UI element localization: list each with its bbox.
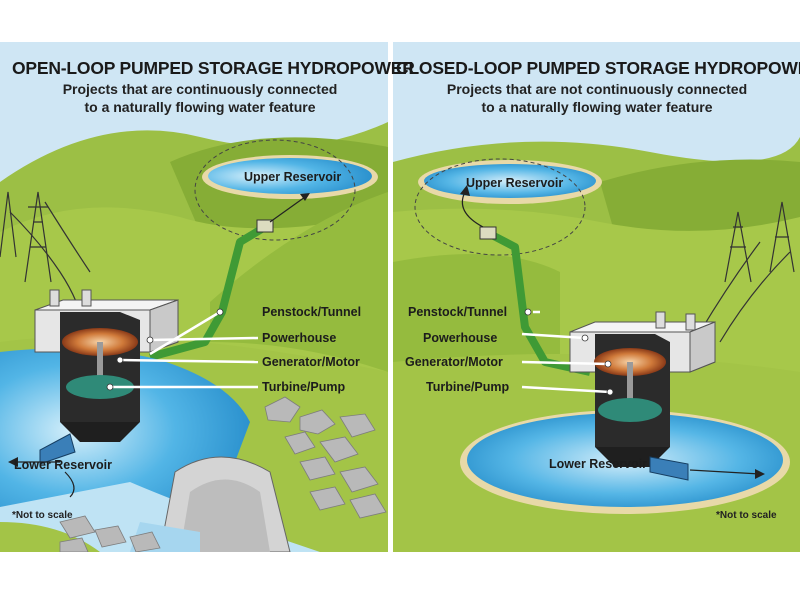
penstock-tunnel — [488, 230, 591, 376]
open-loop-title: OPEN-LOOP PUMPED STORAGE HYDROPOWER — [12, 58, 415, 78]
right-upper-reservoir-label: Upper Reservoir — [466, 176, 564, 190]
right-generator-label: Generator/Motor — [405, 355, 503, 369]
left-penstock-label: Penstock/Tunnel — [262, 305, 362, 319]
panel-divider — [388, 42, 393, 552]
closed-loop-title: CLOSED-LOOP PUMPED STORAGE HYDROPOWER — [396, 58, 800, 78]
right-powerhouse-label: Powerhouse — [423, 331, 498, 345]
open-loop-panel — [0, 42, 388, 552]
powerhouse-building — [569, 311, 716, 481]
left-powerhouse-label: Powerhouse — [262, 331, 337, 345]
intake-dashed-outline — [194, 139, 356, 241]
diagram-canvas — [0, 42, 800, 552]
left-turbine-label: Turbine/Pump — [262, 380, 346, 394]
right-not-to-scale-note: *Not to scale — [716, 510, 777, 521]
right-lower-reservoir-label: Lower Reservoir — [549, 457, 647, 471]
intake-box — [256, 219, 274, 233]
dam — [130, 456, 291, 552]
rock-pile — [59, 396, 387, 552]
turbine-runner — [598, 398, 662, 422]
closed-loop-subtitle-line2: to a naturally flowing water feature — [481, 99, 713, 115]
transmission-towers — [0, 191, 91, 333]
right-penstock-label: Penstock/Tunnel — [408, 305, 508, 319]
left-generator-label: Generator/Motor — [262, 355, 360, 369]
leader-lines — [521, 310, 611, 394]
upper-reservoir-water — [208, 158, 372, 194]
right-slope — [210, 192, 388, 372]
left-upper-reservoir-label: Upper Reservoir — [244, 170, 342, 184]
open-loop-subtitle-line1: Projects that are continuously connected — [62, 81, 338, 97]
left-lower-reservoir-label: Lower Reservoir — [14, 458, 112, 472]
leader-lines — [110, 310, 259, 389]
powerhouse-building — [34, 289, 179, 465]
intake-dashed-outline — [414, 158, 586, 256]
right-turbine-label: Turbine/Pump — [426, 380, 510, 394]
left-not-to-scale-note: *Not to scale — [12, 510, 73, 521]
open-loop-subtitle-line2: to a naturally flowing water feature — [84, 99, 316, 115]
intake-box — [479, 226, 497, 240]
closed-loop-subtitle-line1: Projects that are not continuously conne… — [446, 81, 748, 97]
turbine-runner — [66, 375, 134, 399]
diagram-stage — [0, 42, 800, 552]
closed-loop-subtitle: Projects that are not continuously conne… — [432, 80, 762, 116]
closed-loop-panel — [393, 42, 800, 552]
open-loop-subtitle: Projects that are continuously connected… — [40, 80, 360, 116]
